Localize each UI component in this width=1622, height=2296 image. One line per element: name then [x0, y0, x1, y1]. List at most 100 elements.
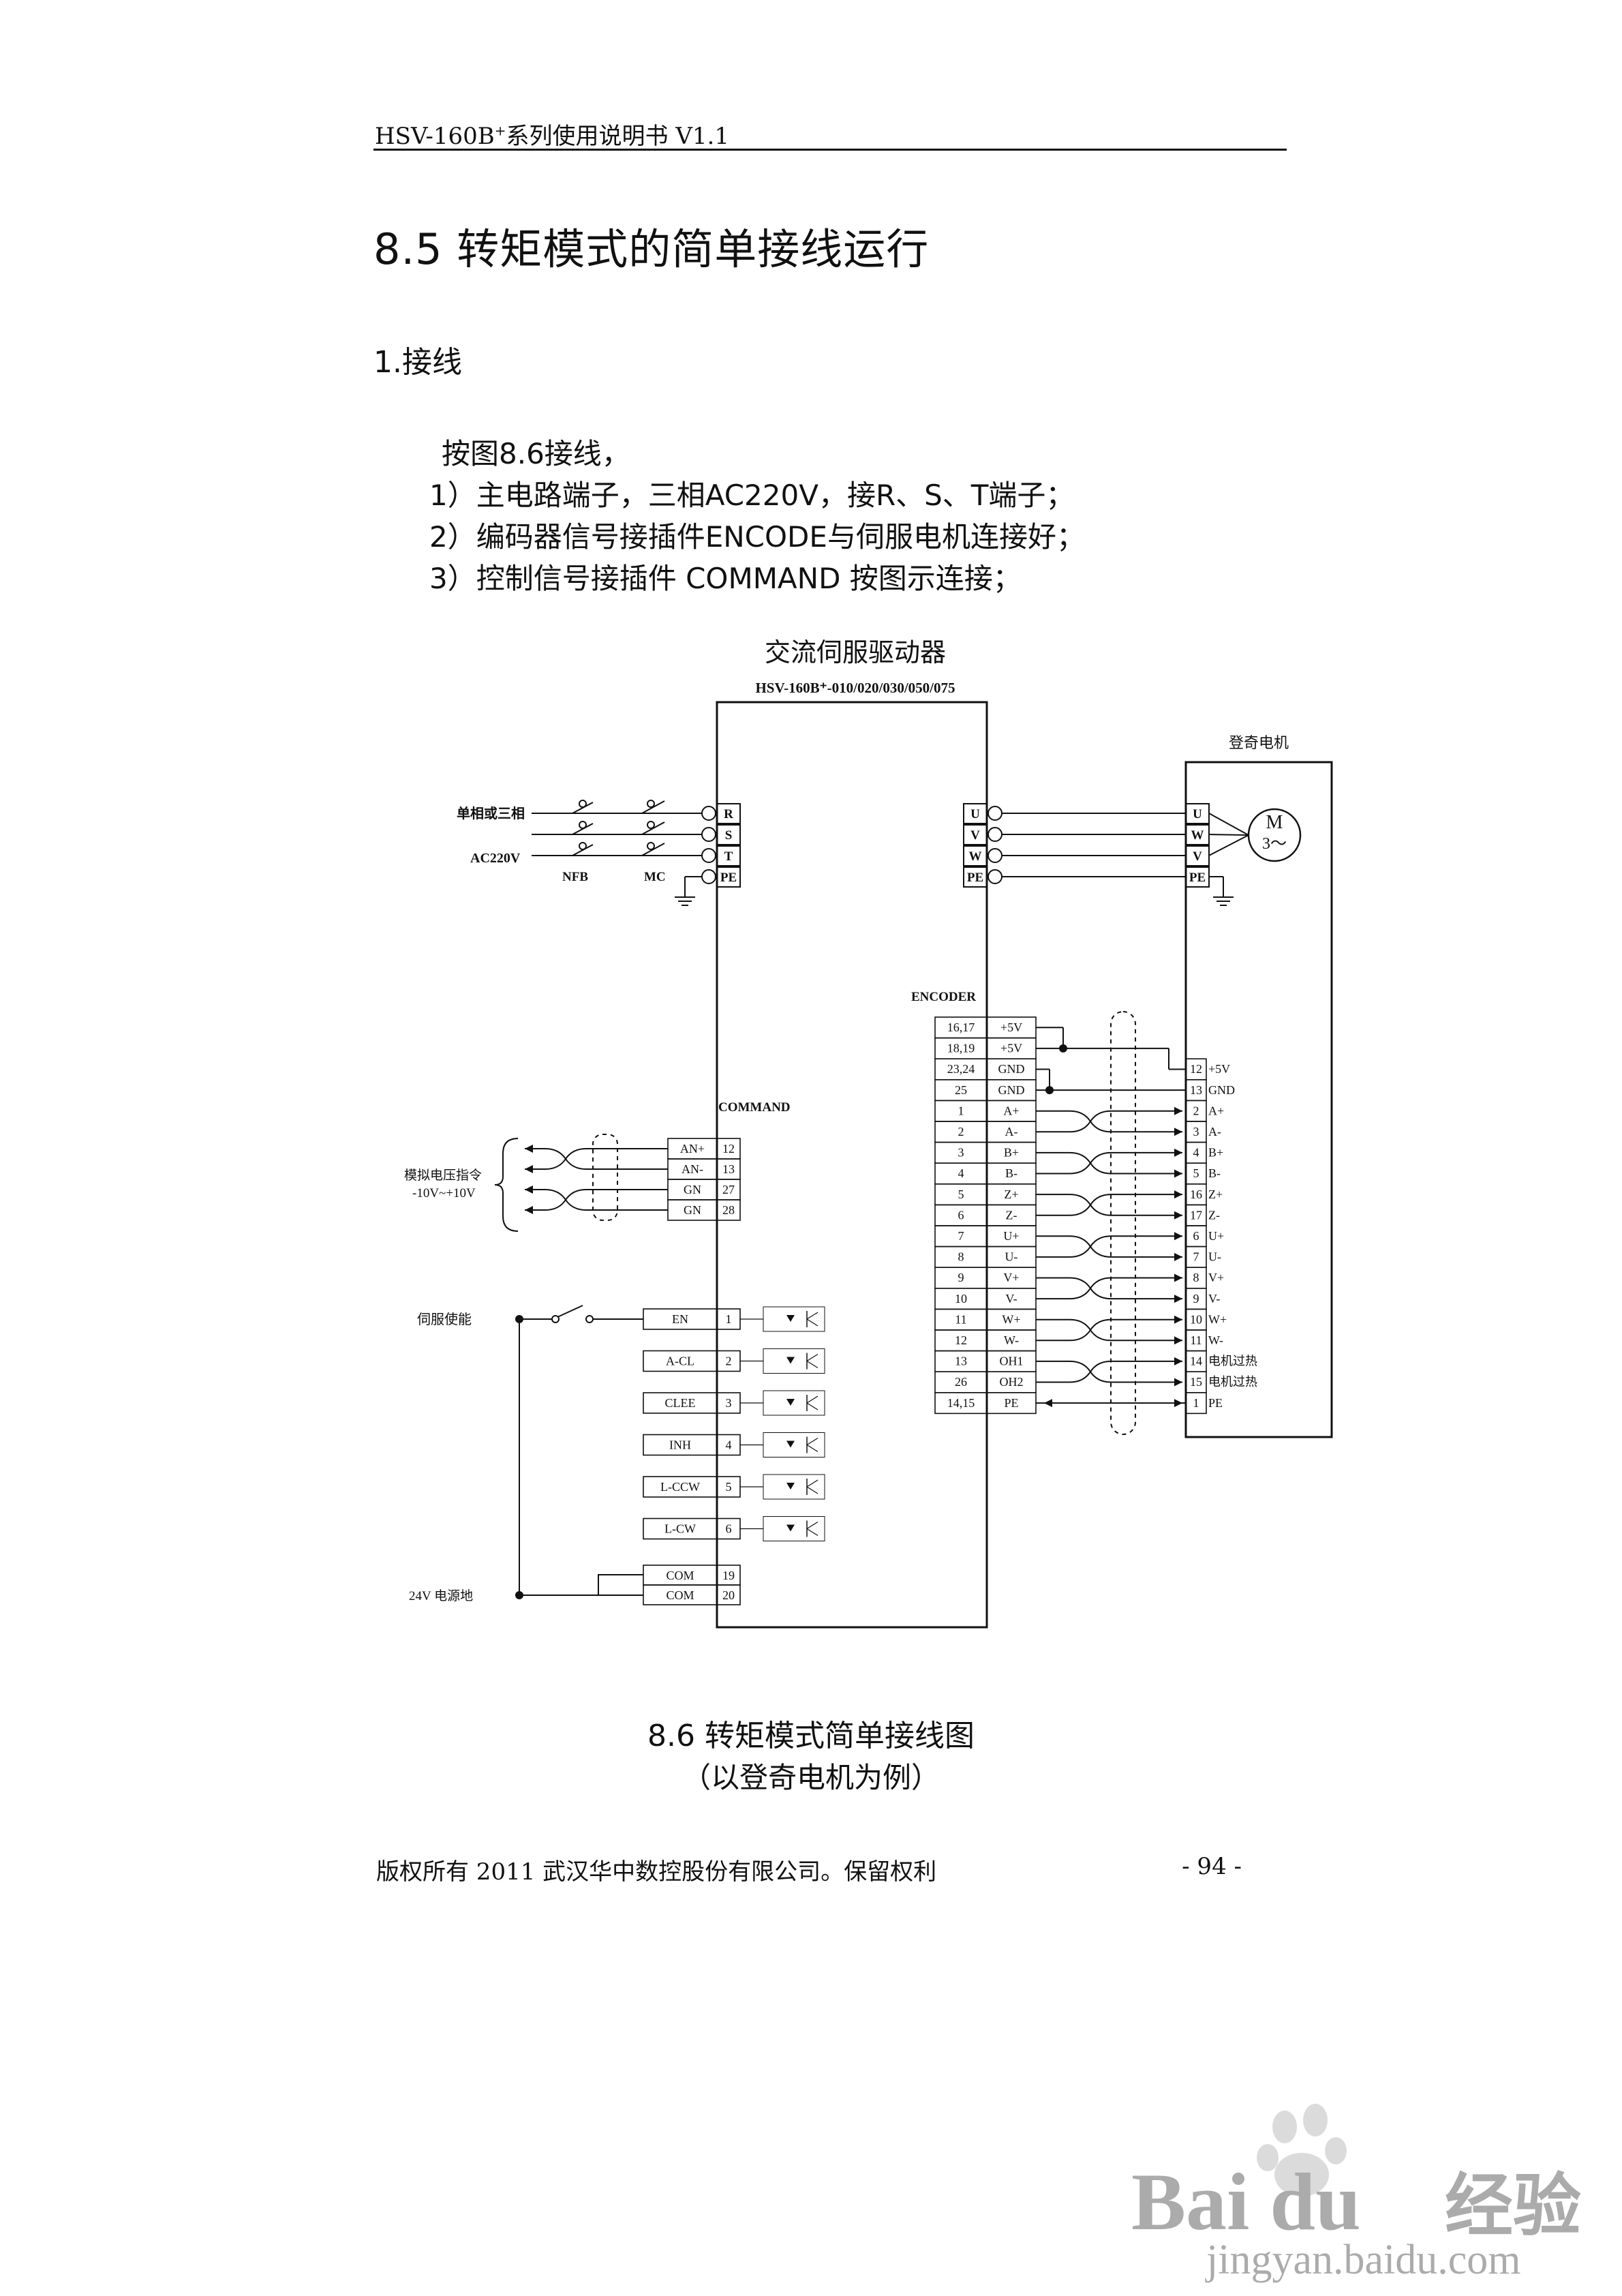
motor-enc-pin: 12 [1190, 1062, 1202, 1076]
encoder-signal: W+ [1002, 1312, 1020, 1326]
encoder-pin: 5 [958, 1188, 964, 1201]
analog-signal: GN [684, 1183, 701, 1196]
motor-enc-signal: B+ [1208, 1146, 1223, 1160]
twisted-wire [545, 1189, 587, 1211]
optocoupler [763, 1348, 825, 1374]
encoder-signal: +5V [1000, 1021, 1022, 1034]
arrow-head [1174, 1336, 1182, 1345]
optocoupler [763, 1516, 825, 1541]
input-signal: EN [672, 1312, 688, 1326]
terminal-circle [701, 806, 716, 821]
motor-enc-signal: A+ [1208, 1104, 1224, 1117]
motor-enc-pin: 5 [1193, 1166, 1199, 1180]
analog-signal: AN- [682, 1162, 703, 1176]
twisted-wire [1069, 1318, 1112, 1342]
watermark-cn: 经验 [1445, 2169, 1581, 2244]
mc-contact [647, 821, 655, 829]
motor-enc-pin: 11 [1190, 1333, 1202, 1347]
motor-enc-signal: +5V [1208, 1062, 1230, 1076]
twisted-wire [1069, 1151, 1112, 1175]
motor-lead [1208, 813, 1249, 836]
encoder-signal: U- [1005, 1250, 1018, 1264]
intro-text: 按图8.6接线， [442, 437, 630, 470]
encoder-pin: 6 [958, 1208, 964, 1222]
com-signal: COM [666, 1569, 694, 1582]
analog-pin: 12 [722, 1142, 735, 1155]
input-pin: 2 [726, 1355, 732, 1368]
input-pin: 4 [726, 1438, 732, 1452]
input-signal: A-CL [666, 1355, 694, 1368]
opto-transistor [806, 1444, 818, 1453]
terminal-box [963, 866, 988, 888]
terminal-box [963, 824, 988, 845]
input-signal: L-CCW [660, 1480, 700, 1494]
motor-lead [1208, 834, 1249, 856]
motor-enc-signal: V- [1208, 1292, 1220, 1305]
motor-enc-signal: W+ [1208, 1312, 1227, 1326]
encoder-signal: OH2 [1000, 1375, 1024, 1389]
encoder-wires [1036, 1011, 1186, 1435]
terminal-label: W [969, 849, 982, 864]
analog-signal: GN [684, 1203, 701, 1217]
motor-enc-pin: 17 [1190, 1208, 1202, 1222]
terminal-circle [701, 869, 716, 884]
watermark-url: jingyan.baidu.com [1205, 2237, 1520, 2283]
opto-diode [786, 1315, 795, 1322]
com-signal: COM [666, 1588, 694, 1602]
com-link [598, 1574, 643, 1595]
motor-symbol-phase: 3～ [1262, 835, 1287, 853]
mc-contact [647, 842, 655, 850]
opto-transistor [806, 1395, 818, 1404]
encoder-signal: Z+ [1004, 1188, 1018, 1201]
encoder-pin: 11 [955, 1312, 966, 1326]
arrow-head [1044, 1399, 1052, 1408]
input-pin: 6 [726, 1522, 732, 1536]
page-footer: 版权所有 2011 武汉华中数控股份有限公司。保留权利 - 94 - [376, 1853, 1289, 1886]
opto-transistor [806, 1521, 818, 1530]
motor-terminal-label: U [1193, 807, 1202, 821]
list-item: 3）控制信号接插件 COMMAND 按图示连接； [429, 562, 1022, 595]
twisted-wire [1069, 1110, 1112, 1133]
analog-brace [494, 1138, 519, 1232]
terminal-circle [701, 848, 716, 863]
junction-dot [1059, 1044, 1067, 1053]
arrow-head [1174, 1106, 1182, 1115]
motor-enc-pin: 8 [1193, 1271, 1199, 1284]
opto-transistor [806, 1360, 818, 1369]
motor-enc-signal: 电机过热 [1208, 1355, 1257, 1368]
encoder-pin: 2 [958, 1125, 964, 1138]
terminal-circle [988, 848, 1003, 863]
opto-transistor [806, 1353, 818, 1362]
motor-terminal-box [1185, 845, 1210, 866]
encoder-pin: 3 [958, 1146, 964, 1160]
terminal-box [716, 845, 741, 866]
motor-enc-signal: Z+ [1208, 1188, 1223, 1201]
analog-signal: AN+ [680, 1142, 705, 1155]
copyright-text: 版权所有 2011 武汉华中数控股份有限公司。保留权利 [376, 1858, 937, 1886]
encoder-pin: 9 [958, 1271, 964, 1284]
motor-terminal-label: V [1193, 849, 1202, 864]
com-pin-cell [716, 1584, 741, 1605]
opto-diode [786, 1483, 795, 1490]
nfb-switch [572, 802, 594, 814]
ground-label: 24V 电源地 [409, 1588, 473, 1603]
encoder-signal: B- [1005, 1166, 1017, 1180]
analog-pin: 28 [722, 1203, 735, 1217]
encoder-signal: U+ [1003, 1229, 1019, 1243]
opto-diode [786, 1440, 795, 1448]
terminal-box [963, 845, 988, 866]
analog-label: 模拟电压指令 [404, 1168, 482, 1183]
terminal-box [716, 866, 741, 888]
input-signal: INH [669, 1438, 691, 1452]
header-title: 系列使用说明书 V1.1 [506, 123, 729, 150]
motor-enc-signal: 电机过热 [1208, 1375, 1257, 1389]
power-label-voltage: AC220V [470, 851, 521, 866]
switch-contact [551, 1315, 560, 1323]
mc-switch [641, 800, 665, 814]
diagram-model: HSV-160B⁺-010/020/030/050/075 [755, 680, 955, 696]
encoder-signal: GND [998, 1083, 1025, 1097]
encoder-pin: 23,24 [947, 1062, 975, 1076]
motor-enc-signal: GND [1208, 1083, 1235, 1097]
